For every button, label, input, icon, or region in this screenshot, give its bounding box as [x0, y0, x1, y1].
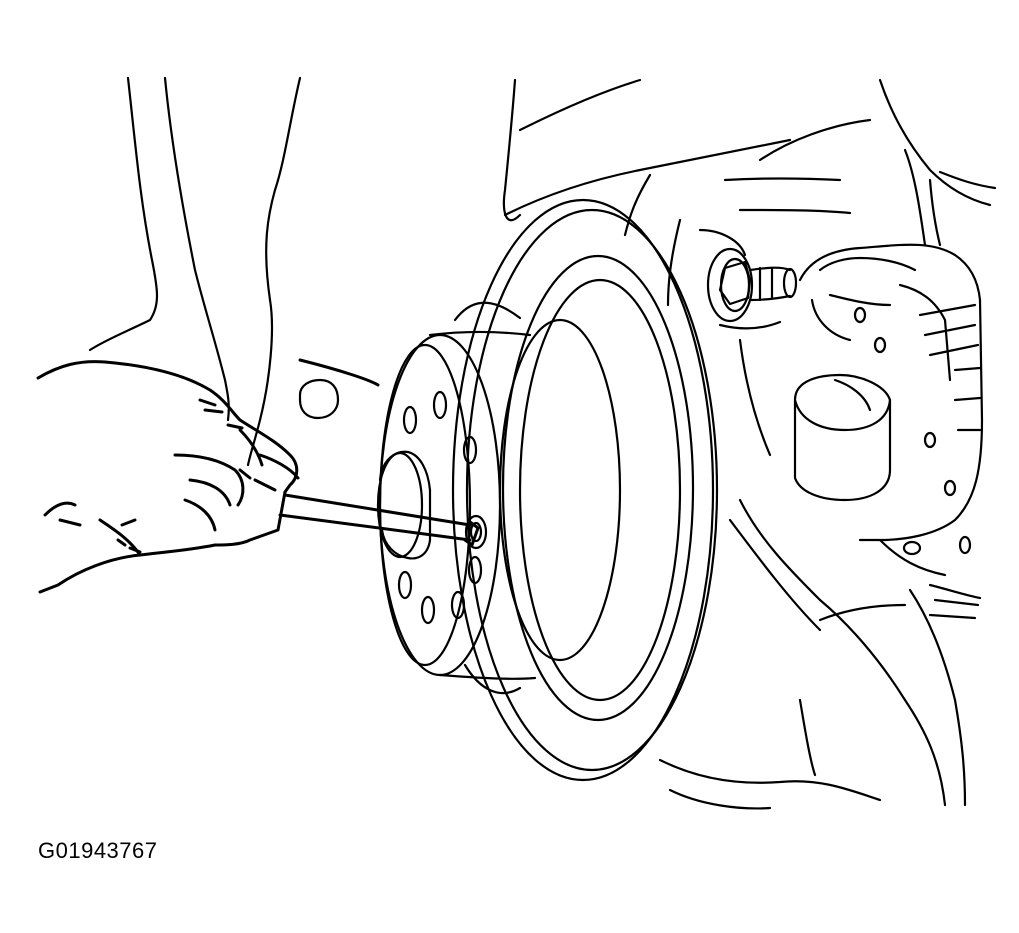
removal-tool — [278, 358, 480, 547]
vehicle-body-lines — [88, 76, 642, 467]
dowel-pin — [298, 378, 340, 420]
brake-caliper — [793, 243, 984, 620]
hub-assembly — [376, 330, 537, 680]
knuckle-outline — [503, 78, 997, 810]
lug-nut-stud — [706, 247, 798, 323]
brake-rotor — [451, 198, 719, 782]
hand — [36, 360, 300, 594]
figure-id-label: G01943767 — [38, 838, 158, 863]
